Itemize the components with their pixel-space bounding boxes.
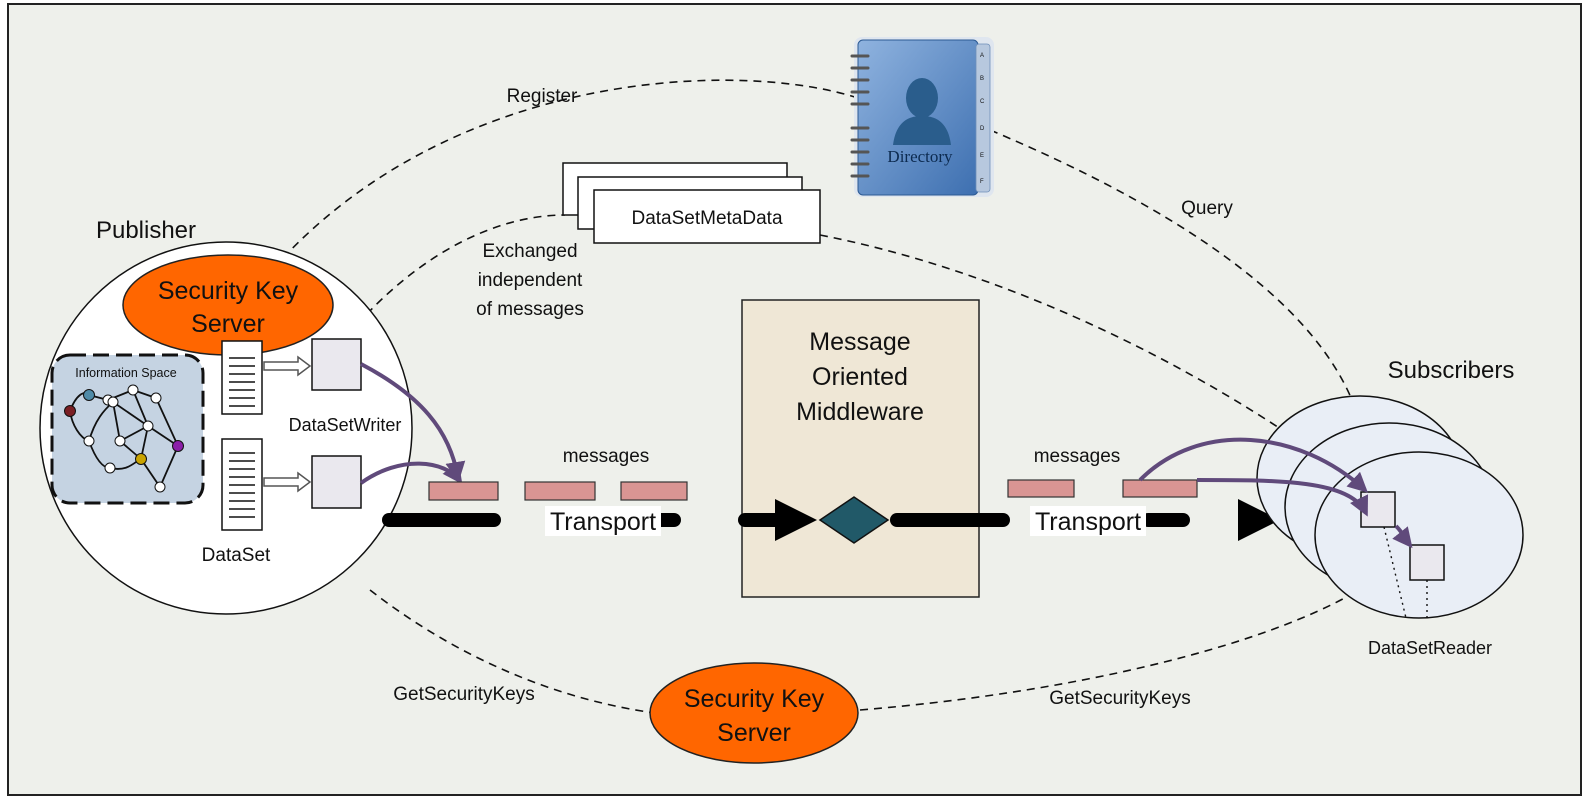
middleware-line3: Middleware: [796, 398, 924, 426]
metadata-publisher-line: [347, 214, 566, 336]
dashed-connections: [282, 79, 1353, 714]
bottom-security-key-server-line2: Server: [717, 719, 791, 747]
dataset-to-writer-arrows: [263, 355, 312, 493]
svg-text:F: F: [980, 179, 984, 185]
metadata-note-line1: Exchanged: [482, 241, 577, 262]
left-transport-label: Transport: [550, 508, 656, 536]
middleware-box: [741, 299, 980, 598]
left-messages-label: messages: [563, 446, 650, 467]
flow-arrow-icon: [775, 499, 817, 541]
diamond-icon: [818, 496, 890, 544]
message-block: [620, 481, 688, 501]
svg-text:D: D: [980, 126, 985, 132]
message-to-reader-arrows: [1138, 437, 1413, 549]
left-get-security-keys-label: GetSecurityKeys: [393, 684, 535, 705]
right-messages-label: messages: [1034, 446, 1121, 467]
directory-label: Directory: [887, 147, 953, 166]
bottom-security-key-server-line1: Security Key: [684, 685, 825, 713]
directory-icon: Directory A B C D E F: [850, 37, 994, 197]
right-get-security-keys-label: GetSecurityKeys: [1049, 688, 1191, 709]
query-line: [989, 129, 1353, 401]
person-silhouette-icon: [893, 78, 951, 145]
dataset-document-icon: [221, 438, 263, 531]
middleware-line1: Message: [809, 328, 910, 356]
message-block: [428, 481, 499, 501]
information-space-label: Information Space: [75, 366, 176, 380]
subscribers-title: Subscribers: [1388, 357, 1515, 384]
metadata-note-line2: independent: [478, 270, 583, 291]
bottom-security-key-server: [649, 662, 859, 764]
subscriber-arrow-icon: [1238, 499, 1280, 541]
middleware-line2: Oriented: [812, 363, 908, 391]
svg-text:A: A: [980, 53, 984, 59]
information-graph-icon: [64, 384, 184, 493]
metadata-label: DataSetMetaData: [631, 208, 782, 229]
publisher-circle: [39, 241, 413, 615]
message-block: [524, 481, 596, 501]
transport-label-bg: [545, 506, 661, 536]
dataset-reader-label: DataSetReader: [1368, 638, 1492, 658]
register-label: Register: [507, 86, 578, 107]
left-message-blocks: [428, 481, 688, 501]
publisher-title: Publisher: [96, 217, 196, 244]
register-line: [282, 79, 859, 259]
writer-to-message-arrows: [359, 362, 466, 485]
message-block: [1007, 479, 1075, 498]
dataset-reader-box: [1409, 544, 1445, 581]
right-transport-label: Transport: [1035, 508, 1141, 536]
metadata-note-line3: of messages: [476, 299, 584, 320]
dataset-writer-box: [311, 455, 362, 509]
metadata-subscriber-line: [819, 234, 1341, 471]
svg-text:E: E: [980, 153, 984, 159]
directory-rings-icon: [850, 54, 870, 178]
right-message-blocks: [1007, 479, 1198, 498]
dataset-writer-box: [311, 338, 362, 391]
subscriber-keyserver-line: [859, 594, 1351, 711]
message-block: [1122, 479, 1198, 498]
publisher-keyserver-line: [369, 589, 656, 714]
svg-text:B: B: [980, 76, 984, 82]
dataset-label: DataSet: [202, 545, 271, 566]
publisher-security-key-server-line2: Server: [191, 310, 265, 338]
directory-tabs: A B C D E F: [980, 53, 985, 185]
dataset-document-icon: [221, 340, 263, 415]
middleware-flow: [738, 496, 1010, 544]
reader-dotted-leaders: [1383, 526, 1428, 622]
query-label: Query: [1181, 198, 1233, 219]
dataset-writer-label: DataSetWriter: [289, 415, 402, 435]
metadata-document-stack: [562, 162, 821, 244]
transport-label-bg: [1030, 506, 1146, 536]
svg-text:C: C: [980, 99, 985, 105]
publisher-security-key-server: [122, 254, 334, 356]
publisher-security-key-server-line1: Security Key: [158, 277, 299, 305]
